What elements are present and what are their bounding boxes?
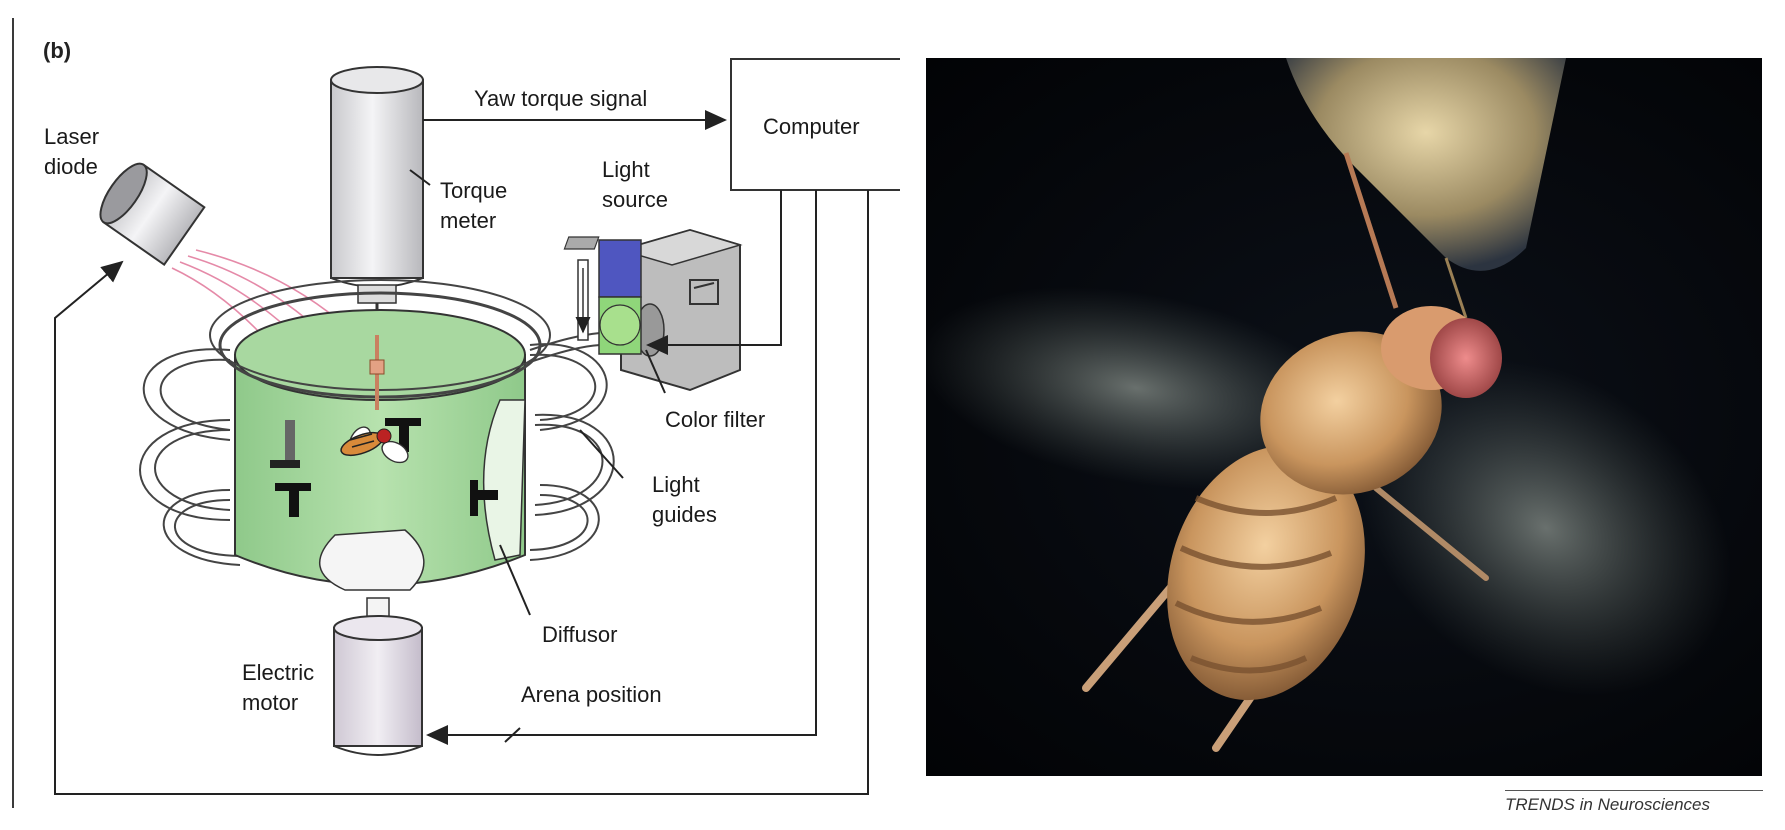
- label-color-filter: Color filter: [665, 405, 765, 435]
- label-arena-position: Arena position: [521, 680, 662, 710]
- label-light-guides: Light guides: [652, 470, 717, 530]
- light-guides-right: [530, 333, 614, 560]
- label-electric-motor: Electric motor: [242, 658, 314, 718]
- fly-photo: [926, 58, 1762, 776]
- credit-rule: [1505, 790, 1763, 791]
- label-diffusor: Diffusor: [542, 620, 617, 650]
- electric-motor: [334, 598, 422, 755]
- color-filter: [578, 240, 641, 354]
- label-torque-meter: Torque meter: [440, 176, 507, 236]
- label-laser-diode: Laser diode: [44, 122, 99, 182]
- label-computer: Computer: [763, 112, 860, 142]
- label-light-source: Light source: [602, 155, 668, 215]
- journal-credit: TRENDS in Neurosciences: [1505, 795, 1710, 815]
- label-yaw-torque-signal: Yaw torque signal: [474, 84, 647, 114]
- laser-diode: [92, 157, 204, 265]
- light-guides-left: [140, 349, 240, 565]
